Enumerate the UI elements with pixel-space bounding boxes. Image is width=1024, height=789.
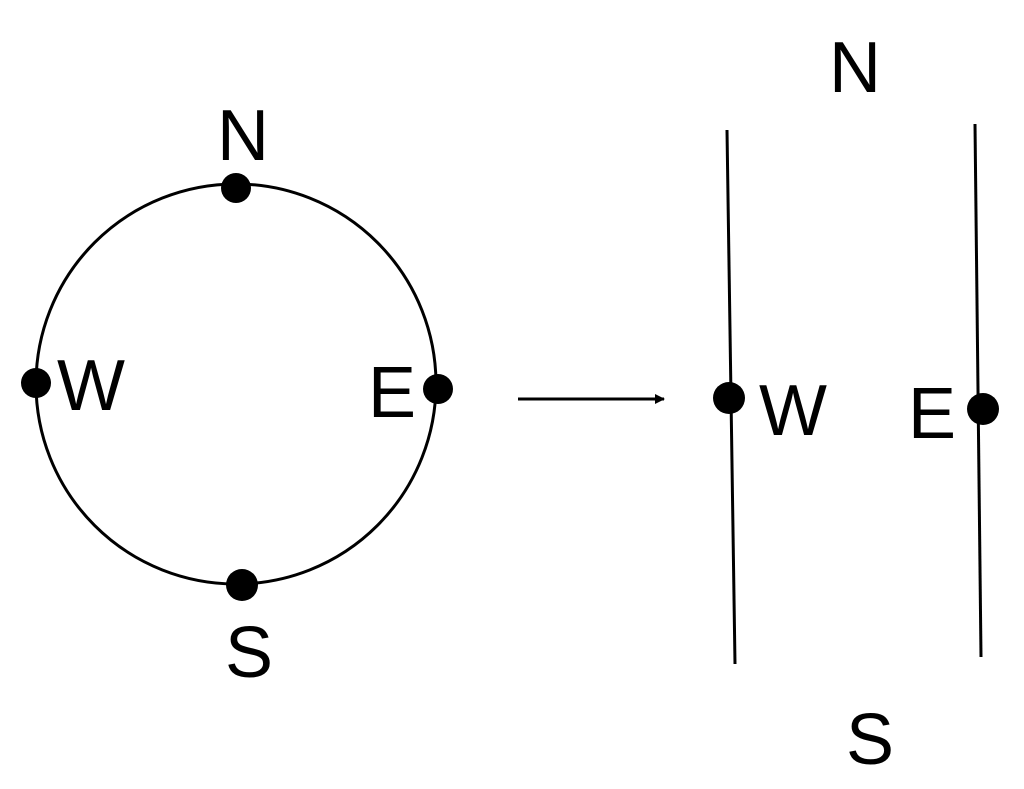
globe-west-label: W — [57, 346, 125, 426]
projection-south-label: S — [846, 700, 894, 780]
projection-north-label: N — [829, 28, 881, 108]
east-meridian-line — [973, 123, 983, 658]
east-point-dot — [423, 374, 453, 404]
projection-west-label: W — [759, 371, 827, 451]
projection-east-dot — [967, 393, 999, 425]
globe-east-label: E — [368, 353, 416, 433]
projection-group: N W E S — [713, 28, 999, 780]
projection-east-label: E — [908, 374, 956, 454]
south-point-dot — [226, 569, 258, 601]
globe-north-label: N — [217, 96, 269, 176]
projection-west-dot — [713, 382, 745, 414]
west-point-dot — [21, 368, 51, 398]
globe-south-label: S — [225, 613, 273, 693]
north-point-dot — [221, 173, 251, 203]
globe-group: N W E S — [21, 96, 453, 693]
